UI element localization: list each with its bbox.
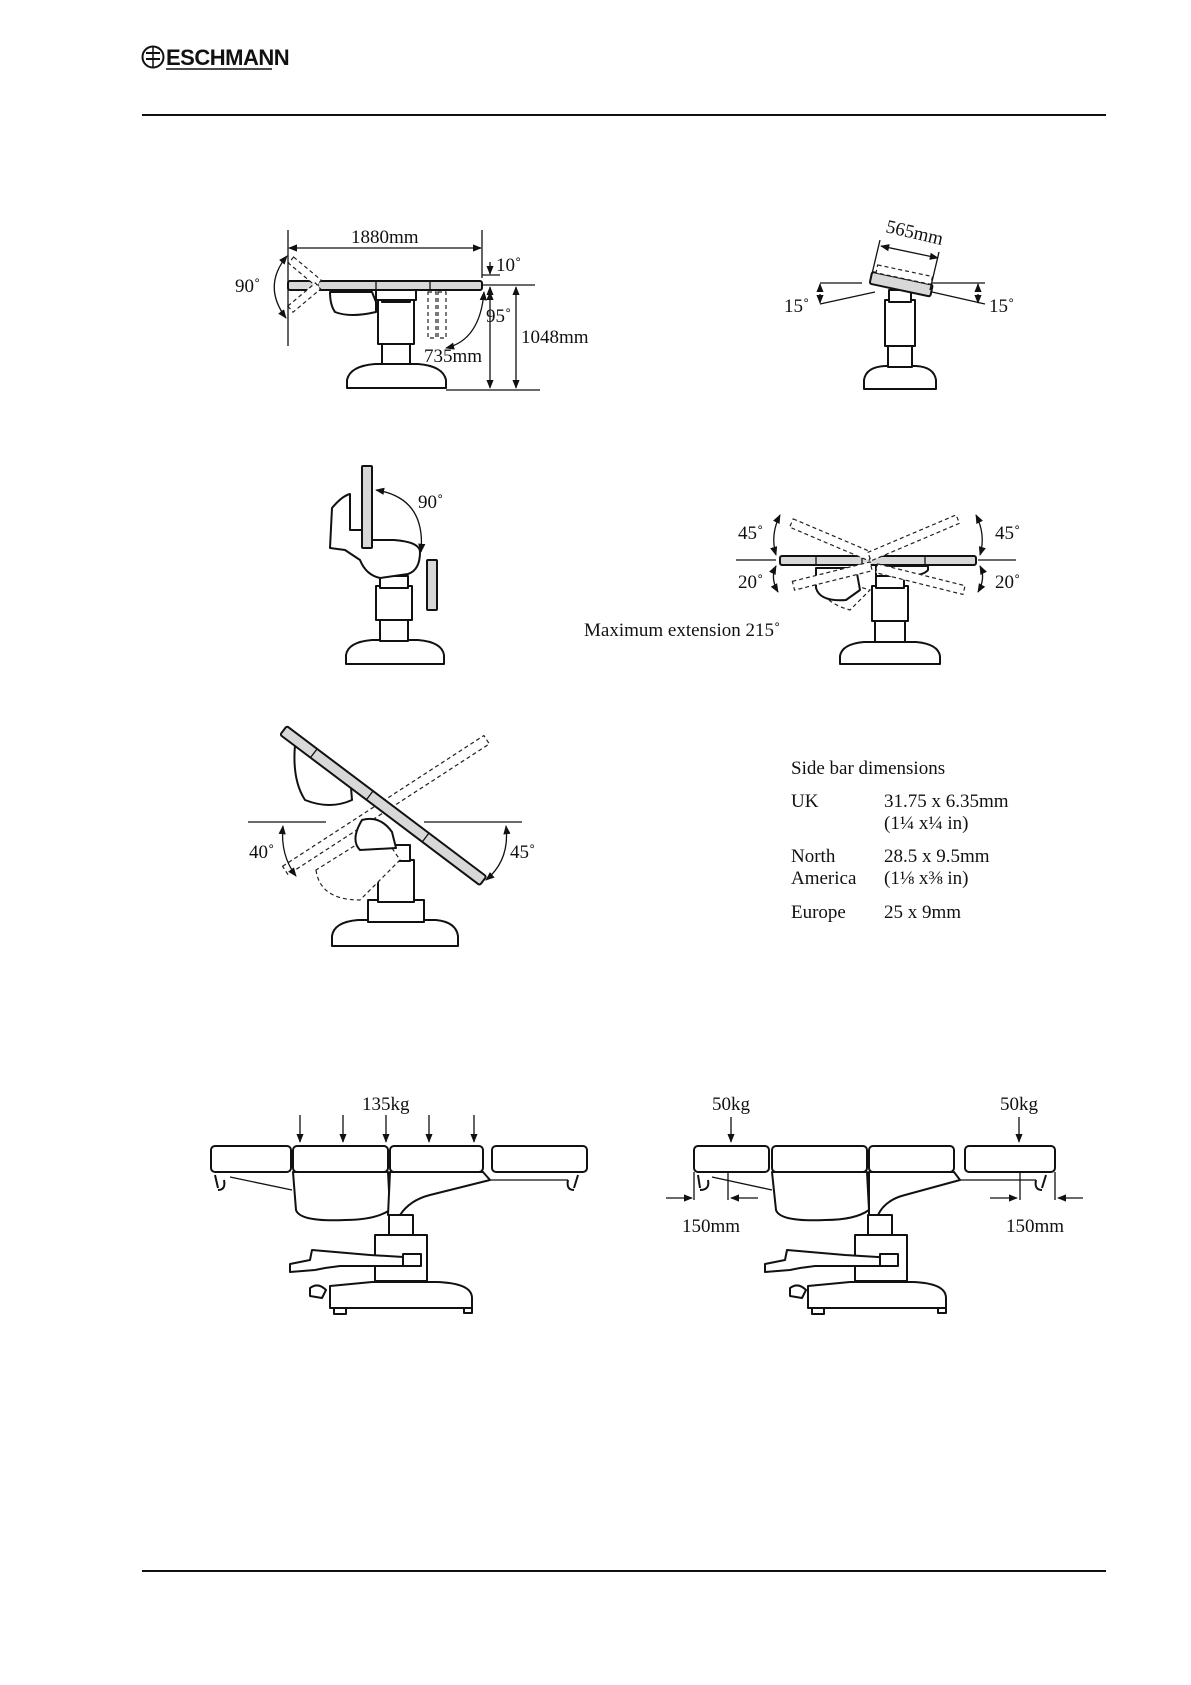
angle-back: 90˚ [418, 492, 443, 513]
figure-trendelenburg: 40˚ 45˚ [248, 726, 535, 946]
figure-load-distributed: 135kg [211, 1094, 587, 1314]
figure-extension: 45˚ 45˚ 20˚ 20˚ Maximum extension 215˚ [584, 515, 1020, 664]
size-europe: 25 x 9mm [884, 902, 961, 924]
figure-back-section: 90˚ [330, 466, 444, 664]
angle-down-left: 20˚ [738, 572, 763, 593]
figure-load-ends: 50kg 50kg 150mm 150mm [666, 1094, 1083, 1314]
imperial-na: (1⅛ x⅜ in) [884, 868, 968, 890]
size-uk: 31.75 x 6.35mm [884, 791, 1009, 813]
load-end-right: 50kg [1000, 1094, 1039, 1115]
logo: ESCHMANN [143, 45, 290, 70]
size-na: 28.5 x 9.5mm [884, 846, 990, 868]
figure-lateral-tilt: 15˚ 15˚ 565mm [784, 216, 1014, 389]
angle-head: 90˚ [235, 276, 260, 297]
dim-length: 1880mm [351, 227, 419, 248]
dim-max-height: 1048mm [521, 327, 589, 348]
side-bar-title: Side bar dimensions [791, 758, 945, 780]
region-europe: Europe [791, 902, 846, 924]
offset-right: 150mm [1006, 1216, 1064, 1237]
region-na-2: America [791, 868, 856, 890]
region-uk: UK [791, 791, 818, 813]
tilt-left-angle: 15˚ [784, 296, 809, 317]
dim-width: 565mm [884, 216, 946, 250]
imperial-uk: (1¼ x¼ in) [884, 813, 968, 835]
figure-table-dimensions: 1880mm 90˚ 10˚ 95˚ 735mm 1048mm [235, 227, 589, 390]
load-total: 135kg [362, 1094, 410, 1115]
region-na: North [791, 846, 835, 868]
dim-min-height: 735mm [424, 346, 482, 367]
load-end-left: 50kg [712, 1094, 751, 1115]
angle-up-left: 45˚ [738, 523, 763, 544]
offset-left: 150mm [682, 1216, 740, 1237]
angle-up-right: 45˚ [995, 523, 1020, 544]
angle-reverse: 40˚ [249, 842, 274, 863]
angle-trend: 45˚ [510, 842, 535, 863]
extension-caption: Maximum extension 215˚ [584, 620, 780, 641]
tilt-right-angle: 15˚ [989, 296, 1014, 317]
brand-name: ESCHMANN [166, 45, 289, 70]
angle-down-right: 20˚ [995, 572, 1020, 593]
angle-top: 10˚ [496, 255, 521, 276]
